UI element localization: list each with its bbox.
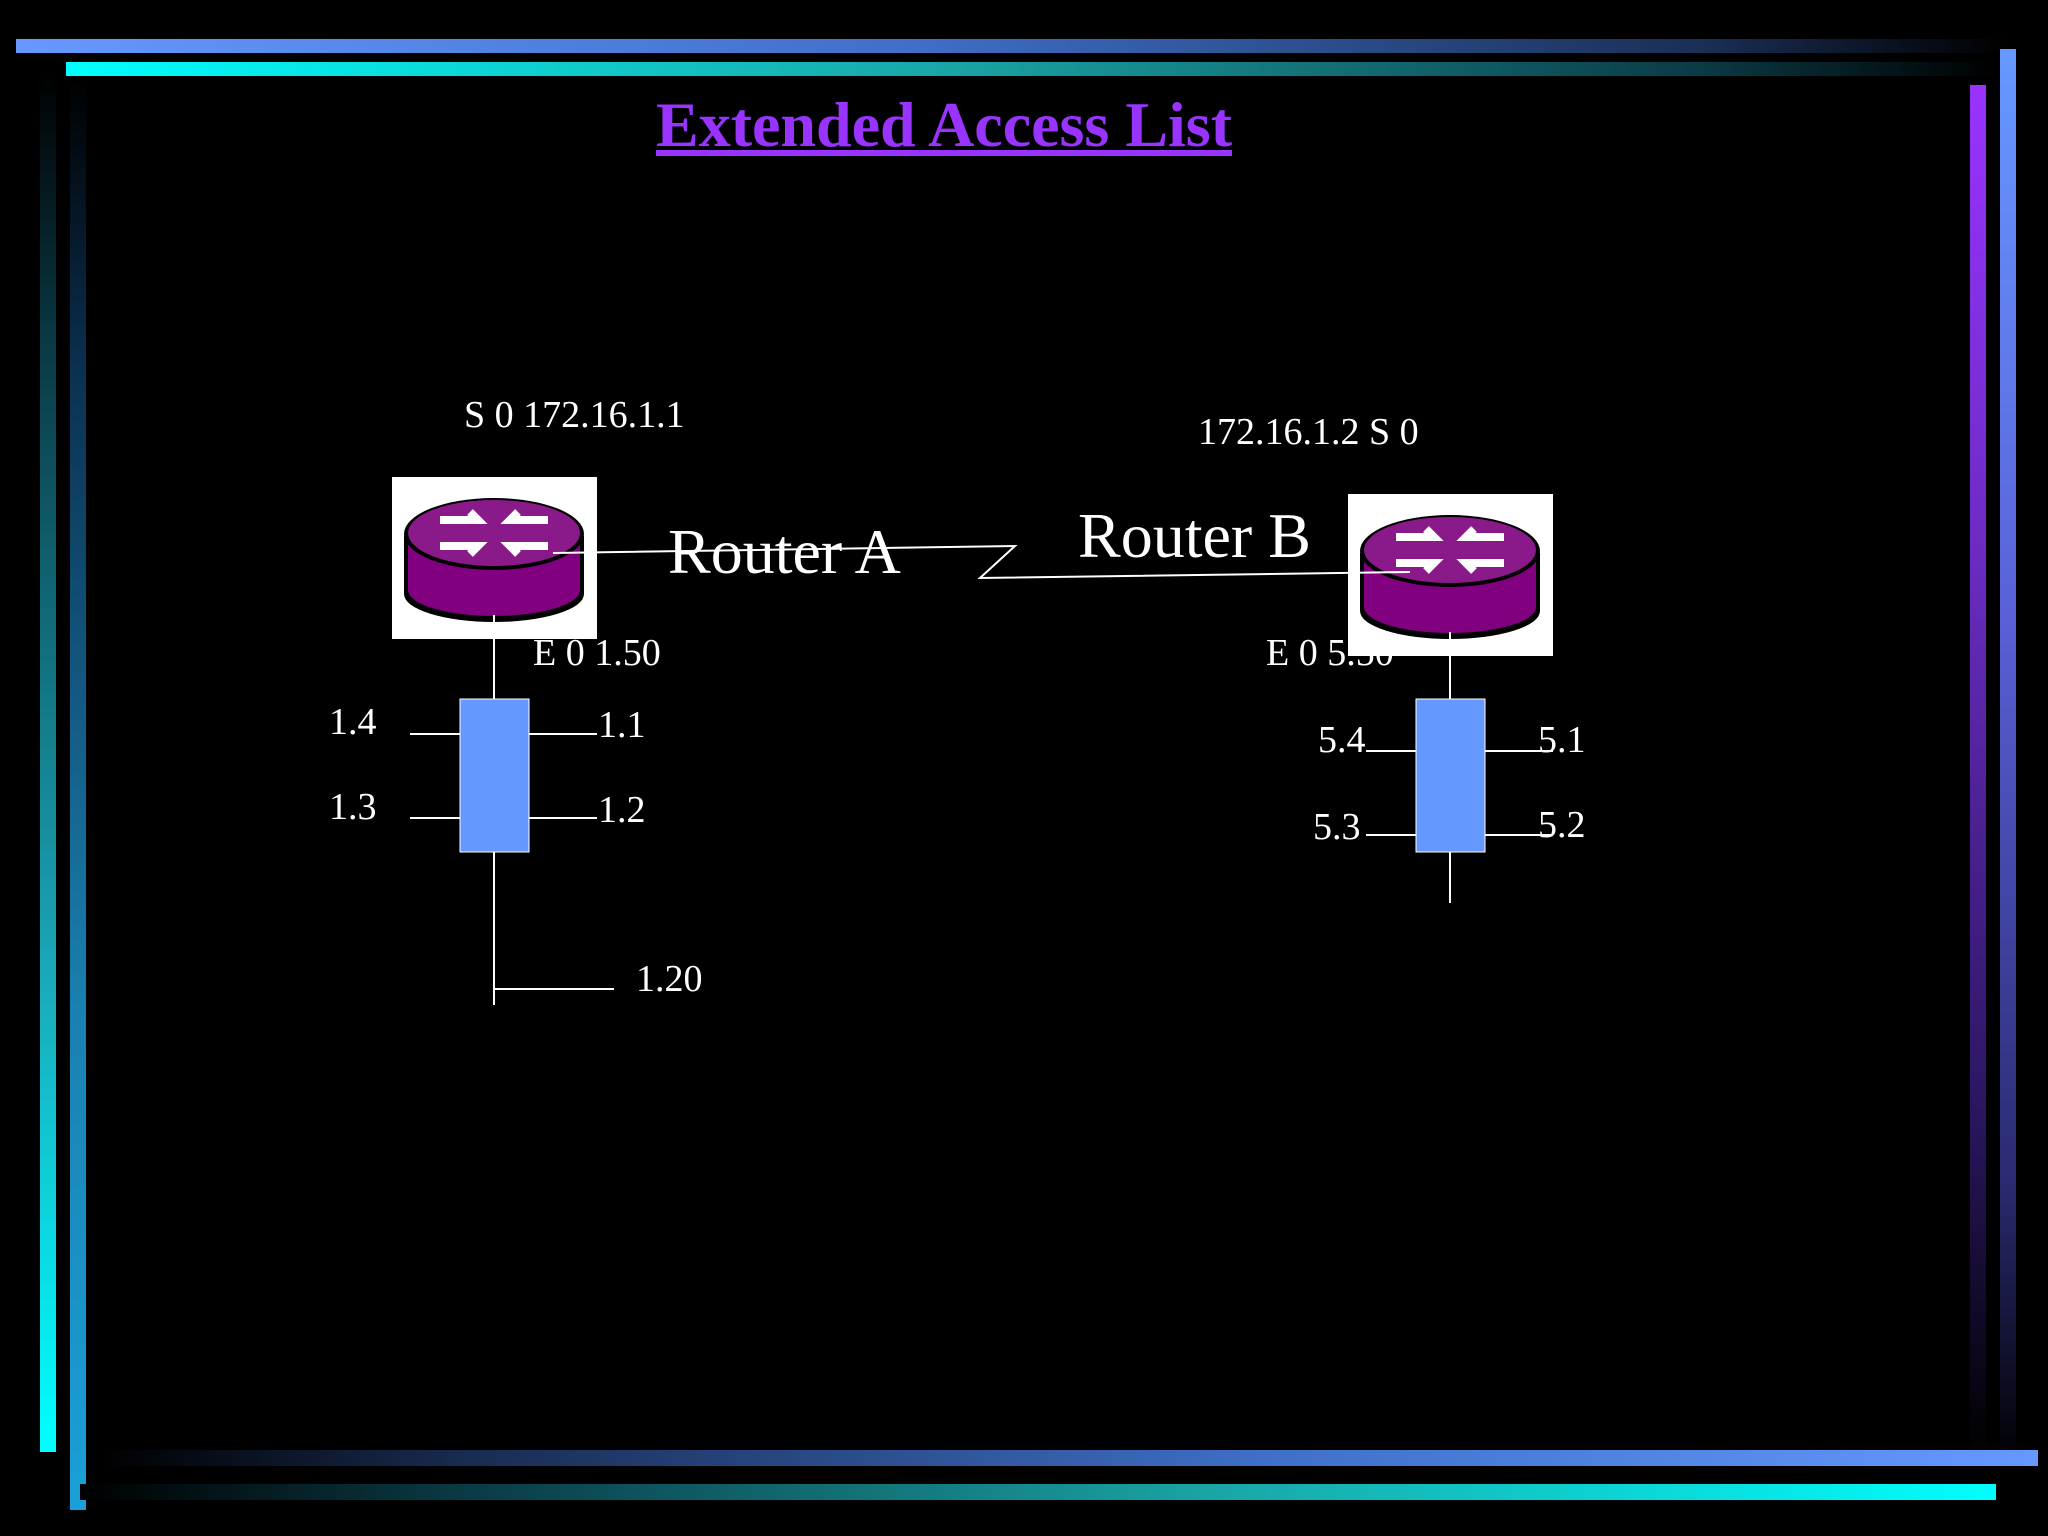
slide-title: Extended Access List bbox=[656, 89, 1232, 160]
router-b-hub-icon bbox=[1415, 698, 1486, 853]
router-b-ethernet-label: E 0 5.50 bbox=[1266, 632, 1394, 674]
top-border-bar-blue bbox=[16, 39, 2006, 53]
router-b-serial-label: 172.16.1.2 S 0 bbox=[1198, 411, 1419, 453]
host-1-3-label: 1.3 bbox=[329, 786, 377, 828]
host-1-1-label: 1.1 bbox=[598, 704, 646, 746]
router-b-name: Router B bbox=[1078, 500, 1311, 571]
host-5-1-label: 5.1 bbox=[1538, 719, 1586, 761]
router-a-ethernet-label: E 0 1.50 bbox=[533, 632, 661, 674]
router-a-serial-label: S 0 172.16.1.1 bbox=[464, 394, 685, 436]
host-1-2-label: 1.2 bbox=[598, 789, 646, 831]
right-border-bar-purple bbox=[1970, 85, 1986, 1455]
router-a-name: Router A bbox=[668, 516, 901, 587]
host-5-2-label: 5.2 bbox=[1538, 804, 1586, 846]
router-a-hub-icon bbox=[459, 698, 530, 853]
top-border-bar-cyan bbox=[66, 62, 1996, 76]
router-a-icon bbox=[404, 498, 584, 622]
host-1-4-label: 1.4 bbox=[329, 701, 377, 743]
bottom-border-bar-blue bbox=[100, 1450, 2038, 1466]
bottom-border-bar-cyan bbox=[80, 1484, 1996, 1500]
router-b-icon bbox=[1360, 515, 1540, 639]
right-border-bar-blue bbox=[2000, 49, 2016, 1469]
left-border-bar-blue bbox=[70, 80, 86, 1510]
host-5-4-label: 5.4 bbox=[1318, 719, 1366, 761]
host-1-20-label: 1.20 bbox=[636, 958, 703, 1000]
host-5-3-label: 5.3 bbox=[1313, 806, 1361, 848]
left-border-bar-cyan bbox=[40, 70, 56, 1452]
serial-link bbox=[552, 544, 1411, 580]
